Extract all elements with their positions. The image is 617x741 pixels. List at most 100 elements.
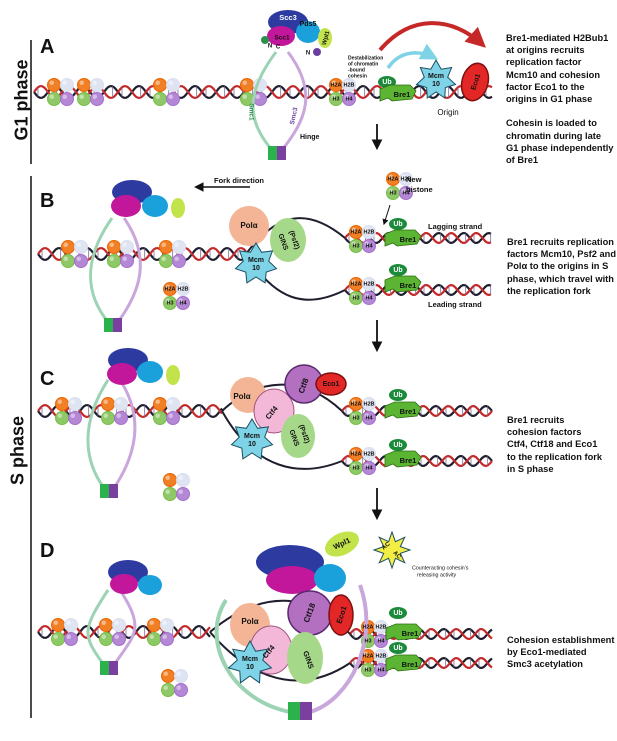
histone-h2b	[120, 240, 134, 254]
cohesin-b-hinge-a	[104, 318, 113, 332]
wpl1-label: Wpl1	[322, 30, 332, 46]
histone-h2b-shine	[364, 279, 369, 284]
histone-h2b-shine	[178, 284, 184, 289]
histone-h2b-label: H2B	[400, 176, 411, 182]
histone-h2a-shine	[79, 80, 84, 85]
histone-h2b-label: H2B	[177, 286, 188, 292]
histone-h2a-shine	[351, 399, 356, 404]
bre1-label-b2: Bre1	[400, 281, 417, 290]
histone-h4	[176, 296, 190, 310]
histone-h2a-shine	[388, 174, 393, 180]
histone-h4	[114, 411, 128, 425]
panel-letter-d: D	[40, 540, 55, 562]
histone-h2b	[74, 240, 88, 254]
histone-h4-label: H4	[377, 667, 385, 673]
description-line: Cohesion establishment	[507, 635, 615, 645]
histone-h2a	[101, 397, 115, 411]
recruit-arrow-red-a	[378, 21, 486, 52]
histone-h2b-shine	[162, 620, 168, 625]
loose-h4-c-shine	[178, 489, 184, 494]
hinge-label: Hinge	[300, 134, 320, 141]
histone-h4	[399, 186, 413, 200]
histone-h2a	[159, 240, 173, 254]
histone-h2a-label: H2A	[164, 286, 175, 292]
histone-h4-label: H4	[365, 415, 373, 421]
lagging-strand-label: Lagging strand	[428, 222, 483, 231]
bre1-label-d2: Bre1	[402, 660, 419, 669]
histone-h2b-label: H2B	[363, 451, 374, 457]
histone-h2a-shine	[155, 80, 161, 85]
histone-h2a-shine	[161, 242, 167, 248]
pds5-label: Pds5	[300, 21, 317, 28]
histone-h2a-label: H2A	[350, 281, 361, 287]
histone-h2b-shine	[364, 227, 369, 233]
loose-h2b-d-shine	[176, 671, 182, 676]
histone-h2a	[61, 240, 75, 254]
new-histone-label-2: histone	[406, 185, 433, 194]
histone-h4-shine	[376, 665, 381, 670]
scc1-d1	[110, 574, 138, 594]
histone-h2b	[112, 618, 126, 632]
description-line: Smc3 acetylation	[507, 659, 583, 670]
ac-label-d1: AC	[381, 541, 392, 552]
loose-h2a-d	[161, 669, 175, 683]
bre1-label-d1: Bre1	[402, 629, 419, 638]
histone-h4-shine	[66, 634, 71, 639]
histone-h4-shine	[401, 188, 406, 194]
histone-h2b-shine	[122, 242, 127, 248]
histone-h2a-shine	[103, 399, 108, 404]
histone-h3	[51, 632, 65, 646]
shape-layer	[47, 10, 490, 720]
loose-h4-c	[176, 487, 190, 501]
pola-label-c: Polα	[233, 392, 250, 401]
histone-h2a	[51, 618, 65, 632]
histone-h2b-shine	[401, 174, 406, 180]
histone-h2b	[114, 397, 128, 411]
n-label-a2: N	[306, 51, 310, 57]
histone-h4	[362, 291, 376, 305]
histone-h4-shine	[364, 413, 369, 418]
ub-b2	[389, 264, 407, 276]
histone-h2a-shine	[101, 620, 106, 625]
gins-c	[281, 414, 315, 458]
panel-letter-a: A	[40, 36, 55, 58]
histone-h3-shine	[109, 256, 114, 261]
ub-c1-label: Ub	[393, 392, 402, 399]
cohesin-c-arm2	[112, 379, 137, 489]
histone-h3-shine	[388, 188, 393, 194]
histone-h2b-shine	[62, 80, 67, 85]
description-line: to the replication fork	[507, 451, 603, 462]
smc3-head-a	[313, 48, 321, 56]
histone-h2a	[55, 397, 69, 411]
histone-h4	[172, 254, 186, 268]
wpl1-d	[325, 531, 359, 557]
histone-h3	[153, 92, 167, 106]
histone-h2a-shine	[57, 399, 62, 404]
histone-h2b	[64, 618, 78, 632]
histone-h4-shine	[114, 634, 119, 639]
ac-label-d2: AC	[391, 550, 402, 561]
wpl1-a	[318, 28, 332, 48]
histone-h2a	[47, 78, 61, 92]
histone-h4	[166, 411, 180, 425]
histone-h2a-shine	[351, 279, 356, 284]
pds5-a	[296, 21, 320, 43]
histone-h4	[362, 411, 376, 425]
histone-h3	[107, 254, 121, 268]
histone-h3-shine	[49, 94, 54, 99]
smc1-label: Smc1	[247, 103, 254, 121]
histone-h4	[60, 92, 74, 106]
histone-h4-label: H4	[345, 96, 353, 102]
histone-h3-shine	[79, 94, 84, 99]
cohesin-d-old-hinge-a	[100, 661, 109, 675]
histone-h2b-shine	[76, 242, 81, 248]
loose-h2b-d	[174, 669, 188, 683]
panel-letter-c: C	[40, 368, 55, 390]
pola-b	[229, 206, 269, 246]
histone-h2b-shine	[376, 622, 381, 627]
histone-h3-shine	[149, 634, 155, 639]
bre1-d2	[385, 654, 423, 672]
histone-h3-shine	[165, 298, 171, 303]
